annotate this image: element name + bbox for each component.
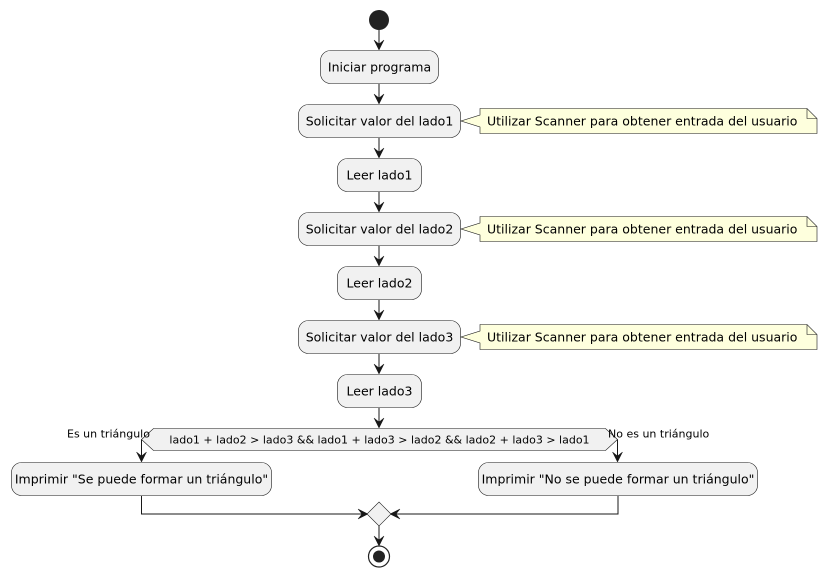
activity-iniciar-programa: [320, 50, 439, 84]
arrowhead: [373, 147, 385, 159]
arrowhead: [373, 417, 385, 429]
activity-label: Imprimir "No se puede formar un triángul…: [482, 472, 755, 487]
note-scanner-lado2: [460, 216, 818, 242]
activity-label: Iniciar programa: [328, 60, 431, 75]
arrowhead: [389, 508, 401, 520]
activity-label: Solicitar valor del lado2: [306, 222, 454, 237]
arrowhead: [373, 309, 385, 321]
start-node: [369, 10, 389, 30]
note-fold: [806, 108, 817, 119]
note-text: Utilizar Scanner para obtener entrada de…: [487, 330, 797, 345]
activity-imprimir-no-se-puede: [478, 462, 758, 496]
arrowhead: [373, 363, 385, 375]
activity-leer-lado3: [337, 374, 422, 408]
arrowhead: [373, 255, 385, 267]
arrowhead: [136, 451, 147, 463]
flow-arrow: [391, 496, 619, 515]
activity-label: Leer lado3: [347, 384, 413, 399]
activity-imprimir-se-puede: [11, 462, 272, 496]
activity-label: Leer lado2: [347, 276, 413, 291]
branch-label-no: No es un triángulo: [608, 428, 710, 441]
activity-label: Leer lado1: [347, 168, 413, 183]
activity-label: Solicitar valor del lado1: [306, 114, 454, 129]
decision-condition-text: lado1 + lado2 > lado3 && lado1 + lado3 >…: [169, 434, 589, 447]
note-fold: [806, 216, 817, 227]
activity-label: Imprimir "Se puede formar un triángulo": [15, 472, 268, 487]
arrowhead: [373, 535, 385, 547]
activity-leer-lado1: [337, 158, 422, 192]
activity-label: Solicitar valor del lado3: [306, 330, 454, 345]
activity-leer-lado2: [337, 266, 422, 300]
note-text: Utilizar Scanner para obtener entrada de…: [487, 114, 797, 129]
merge-node: [366, 501, 392, 527]
arrowhead: [612, 451, 623, 463]
end-node-ring: [367, 545, 391, 568]
arrowhead: [373, 39, 385, 51]
arrowhead: [373, 93, 385, 105]
note-fold: [806, 324, 817, 335]
flow-arrow: [141, 496, 367, 515]
note-scanner-lado1: [460, 108, 818, 134]
end-node: [373, 550, 385, 563]
note-text: Utilizar Scanner para obtener entrada de…: [487, 222, 797, 237]
arrowhead: [357, 508, 369, 520]
arrowhead: [373, 201, 385, 213]
branch-label-yes: Es un triángulo: [67, 428, 150, 441]
note-scanner-lado3: [460, 324, 818, 350]
